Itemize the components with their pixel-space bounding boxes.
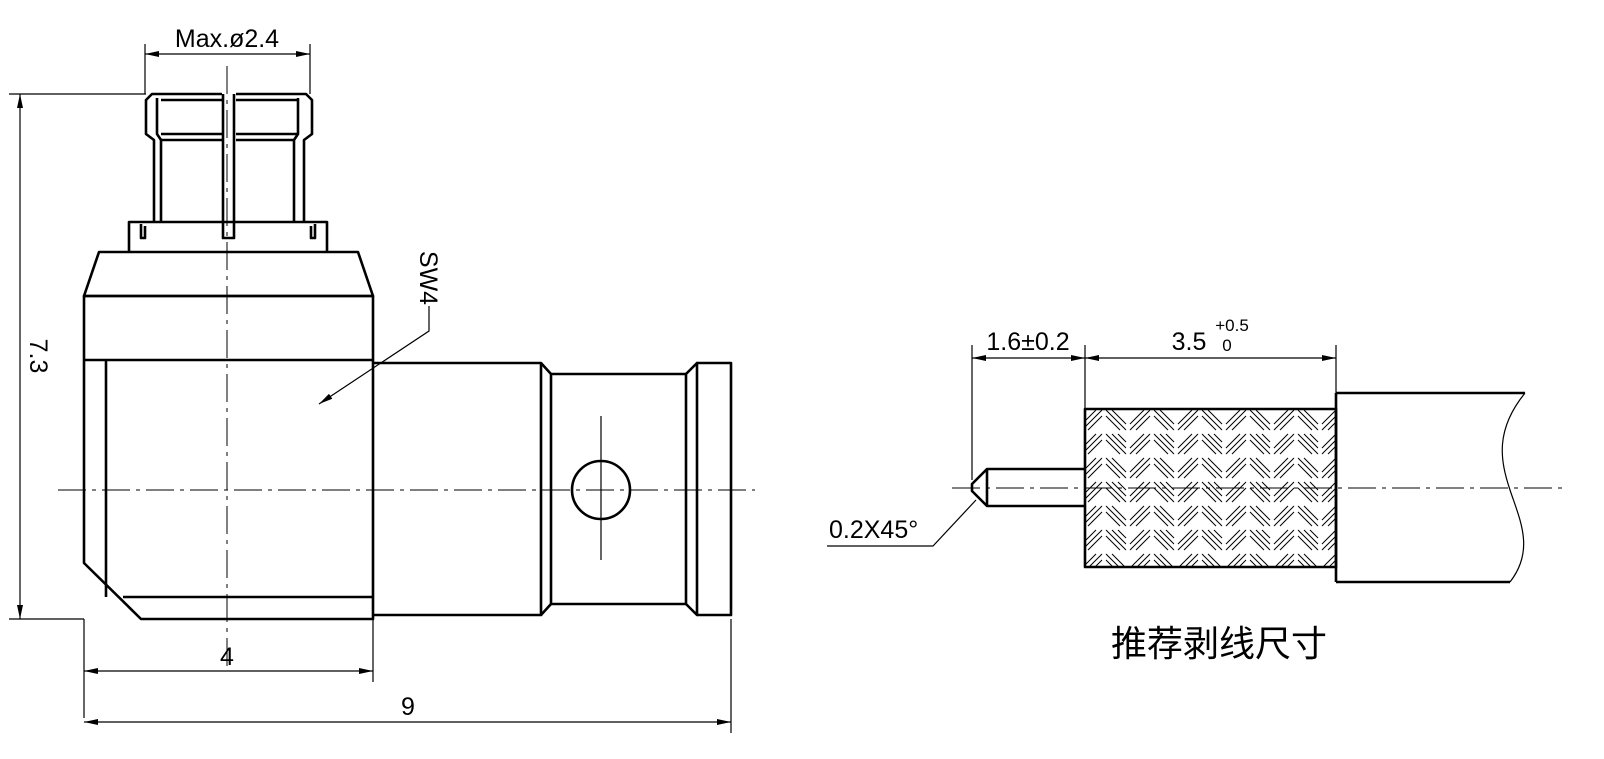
braid-tolerance-lower: 0 <box>1222 336 1231 355</box>
break-line <box>1501 392 1526 583</box>
hex-chamfer <box>82 250 375 298</box>
pin-diameter-label: Max.ø2.4 <box>175 25 279 53</box>
solder-hole <box>570 459 632 521</box>
dimension-braid-length: 3.5 +0.5 0 <box>1085 316 1337 393</box>
braid-tolerance-upper: +0.5 <box>1215 316 1249 335</box>
strip-dimensions-caption: 推荐剥线尺寸 <box>1111 624 1327 665</box>
dimension-body-width: 4 <box>83 619 374 718</box>
cable-barrel <box>373 361 733 617</box>
body-width-label: 4 <box>220 643 234 671</box>
wrench-size-label: SW4 <box>414 251 442 305</box>
pin-length-label: 1.6±0.2 <box>986 328 1069 356</box>
wrench-size-callout: SW4 <box>318 251 442 405</box>
connector-side-view: Max.ø2.4 7.3 4 9 SW4 <box>9 25 755 733</box>
braid-shield <box>1085 409 1336 567</box>
chamfer-callout: 0.2X45° <box>827 499 977 547</box>
cable-jacket <box>1334 391 1525 584</box>
dimension-pin-diameter: Max.ø2.4 <box>144 25 311 94</box>
connector-body <box>82 294 375 621</box>
total-length-label: 9 <box>401 693 415 721</box>
cable-strip-view: 1.6±0.2 3.5 +0.5 0 0.2X45° 推荐剥线尺寸 <box>827 316 1566 665</box>
braid-length-label: 3.5 <box>1172 328 1207 356</box>
chamfer-label: 0.2X45° <box>829 516 918 544</box>
height-label: 7.3 <box>24 339 52 374</box>
dimension-pin-length: 1.6±0.2 <box>971 328 1086 480</box>
dimension-height: 7.3 <box>9 93 146 620</box>
center-conductor <box>970 467 1085 508</box>
contact-collet <box>127 92 329 252</box>
dimension-total-length: 9 <box>84 619 732 733</box>
